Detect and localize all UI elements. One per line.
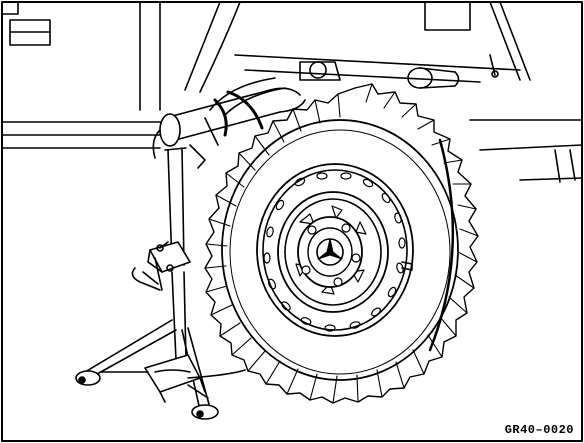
hub-cap (297, 216, 363, 288)
valve-stem (401, 261, 413, 271)
tire-sidewall (221, 119, 459, 381)
star-emblem (316, 238, 344, 266)
jack-stand (75, 147, 246, 420)
spare-tire (204, 83, 479, 404)
carrier-arm (152, 87, 306, 169)
steel-rim (256, 163, 414, 337)
figure-reference-code: GR40–0020 (502, 423, 576, 437)
vehicle-body (1, 1, 583, 183)
lug-nuts (301, 223, 361, 287)
